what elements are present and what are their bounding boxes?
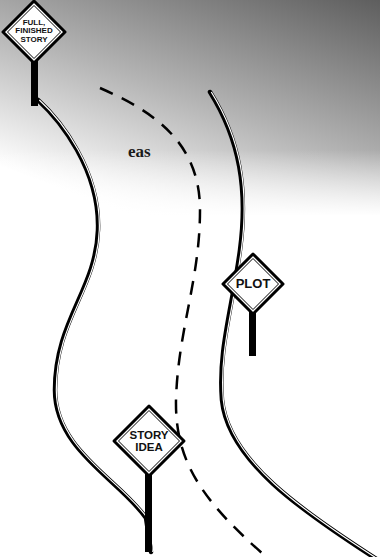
- sign-outline: [114, 406, 184, 476]
- gradient-backdrop: [0, 0, 380, 215]
- sign-text: STORY IDEA: [126, 429, 172, 453]
- sign-outline: [223, 254, 283, 314]
- sign-post: [249, 312, 256, 356]
- sign-inner-outline: [8, 6, 61, 59]
- gradient-fade: [0, 150, 380, 216]
- road-sign: STORY IDEA: [112, 404, 186, 478]
- sign-text: PLOT: [231, 277, 275, 291]
- sign-inner-outline: [228, 259, 279, 310]
- road-sign: FULL, FINISHED STORY: [1, 0, 67, 65]
- road-left-edge: [38, 100, 151, 552]
- road-left-edge-inner: [39, 100, 152, 552]
- sign-inner-outline: [119, 411, 180, 472]
- sign-outline: [3, 1, 65, 63]
- heading-fragment: eas: [128, 142, 151, 162]
- road-sign: PLOT: [221, 252, 285, 316]
- sign-post: [31, 60, 38, 106]
- sign-text: FULL, FINISHED STORY: [12, 19, 56, 44]
- sign-post: [145, 474, 152, 552]
- road-right-edge: [210, 92, 378, 557]
- road-right-edge-inner: [211, 92, 379, 557]
- road-center-line: [100, 88, 270, 557]
